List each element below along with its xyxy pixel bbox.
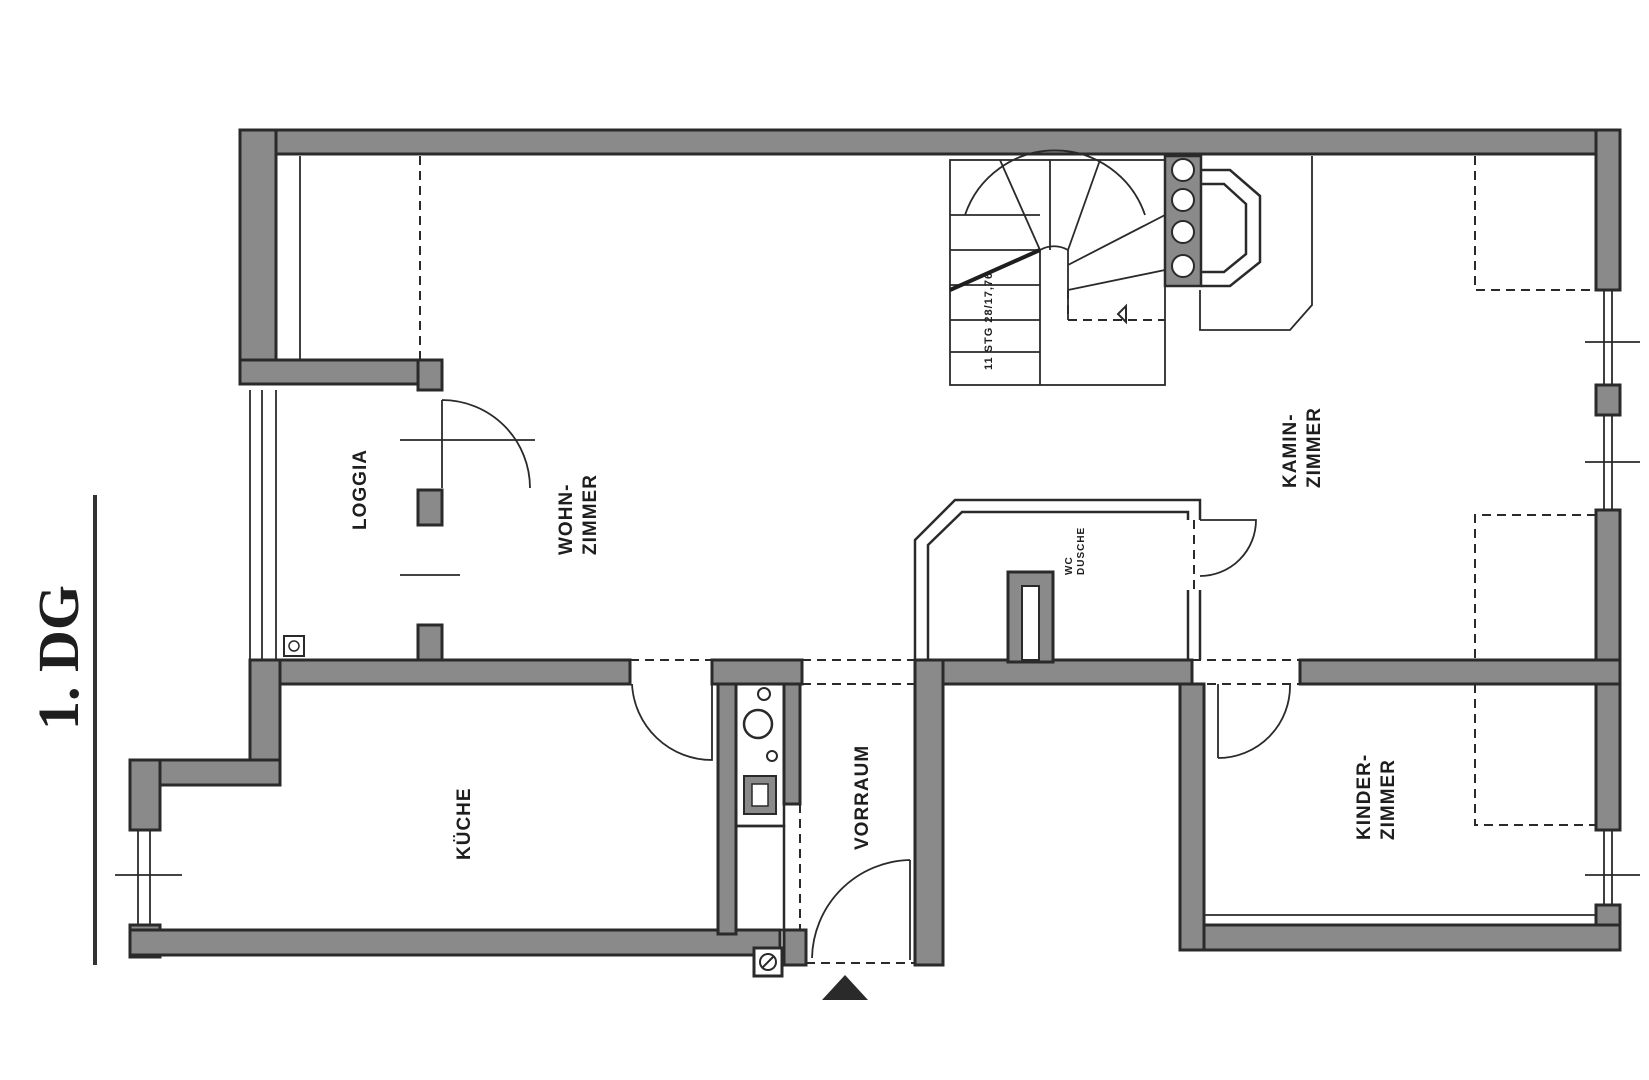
staircase: 11 STG 28/17,76 bbox=[949, 149, 1166, 386]
sink-bowl-icon bbox=[742, 708, 774, 740]
stair-arrow bbox=[1116, 303, 1127, 325]
kitchen-fixtures bbox=[734, 682, 786, 978]
fireplace-hearth bbox=[1199, 156, 1313, 331]
stair-cut-line bbox=[949, 248, 1041, 292]
wall-bottom-right bbox=[1178, 923, 1622, 952]
door-swing-entry bbox=[811, 859, 911, 960]
dash-kinder-box bbox=[1474, 684, 1596, 826]
wall-loggia-top bbox=[238, 358, 442, 386]
room-label-kaminzimmer-1: KAMIN- bbox=[1280, 413, 1301, 488]
room-label-dusche: DUSCHE bbox=[1076, 527, 1087, 575]
wall-mid-left bbox=[248, 658, 632, 686]
flue-4-icon bbox=[1171, 254, 1195, 278]
wall-loggia-right-a bbox=[416, 358, 444, 392]
room-label-kueche: KÜCHE bbox=[454, 787, 475, 860]
wall-kinder-left bbox=[1178, 682, 1206, 952]
drain-icon bbox=[766, 750, 778, 762]
room-label-wc: WC bbox=[1064, 556, 1075, 575]
tap-icon bbox=[757, 687, 771, 701]
wall-kitchen-vorraum bbox=[716, 682, 738, 936]
wall-vorraum-corner bbox=[782, 928, 808, 967]
flue-3-icon bbox=[1171, 220, 1195, 244]
room-label-loggia: LOGGIA bbox=[350, 449, 371, 530]
wall-right-2 bbox=[1594, 383, 1622, 417]
door-swing-kinder bbox=[1217, 683, 1291, 759]
stair-dash bbox=[1067, 290, 1165, 321]
room-label-wohnzimmer-2: ZIMMER bbox=[580, 474, 601, 555]
chimney-group bbox=[1163, 154, 1313, 331]
wall-mid-c bbox=[920, 658, 1194, 686]
wc-inner-wall bbox=[926, 510, 1190, 660]
stair-annotation: 11 STG 28/17,76 bbox=[983, 272, 995, 370]
wall-loggia-right-b bbox=[416, 488, 444, 527]
wall-vorraum-right bbox=[913, 658, 945, 967]
room-label-kaminzimmer-2: ZIMMER bbox=[1304, 407, 1325, 488]
wall-kitchen-bottom bbox=[128, 928, 782, 957]
wall-left-top bbox=[238, 128, 278, 382]
fireplace-inner bbox=[1201, 182, 1248, 274]
wc-outer-wall bbox=[913, 498, 1202, 660]
flue-1-icon bbox=[1171, 158, 1195, 182]
room-label-kinderzimmer-2: ZIMMER bbox=[1378, 759, 1399, 840]
fireplace-outer bbox=[1201, 168, 1262, 288]
loggia-drain-icon bbox=[283, 635, 305, 657]
cooktop bbox=[743, 775, 777, 815]
floor-title: 1. DG bbox=[26, 585, 91, 730]
room-label-kaminzimmer: KAMIN- ZIMMER bbox=[1280, 407, 1325, 488]
wc-chute-inner bbox=[1021, 585, 1040, 661]
wall-mid-b bbox=[710, 658, 804, 686]
door-swing-wc bbox=[1199, 519, 1257, 577]
room-label-wohnzimmer-1: WOHN- bbox=[556, 484, 577, 555]
entry-arrow-icon bbox=[822, 975, 868, 1000]
wall-kitchen-left-a bbox=[128, 758, 162, 832]
dash-kamin-top bbox=[1474, 156, 1596, 291]
wall-right-1 bbox=[1594, 128, 1622, 292]
room-label-kinderzimmer: KINDER- ZIMMER bbox=[1354, 754, 1399, 840]
wall-niche-right bbox=[782, 682, 802, 806]
flue-2-icon bbox=[1171, 188, 1195, 212]
room-label-kinderzimmer-1: KINDER- bbox=[1354, 754, 1375, 840]
counter-lower bbox=[734, 824, 786, 932]
room-label-wc-dusche: WC DUSCHE bbox=[1064, 527, 1087, 575]
door-swing-loggia bbox=[441, 399, 531, 489]
door-swing-kueche bbox=[631, 683, 713, 761]
wall-top bbox=[238, 128, 1622, 156]
room-label-vorraum: VORRAUM bbox=[852, 745, 873, 850]
room-label-wohnzimmer: WOHN- ZIMMER bbox=[556, 474, 601, 555]
wall-mid-right bbox=[1298, 658, 1622, 686]
dash-kamin-bottom bbox=[1474, 514, 1596, 660]
